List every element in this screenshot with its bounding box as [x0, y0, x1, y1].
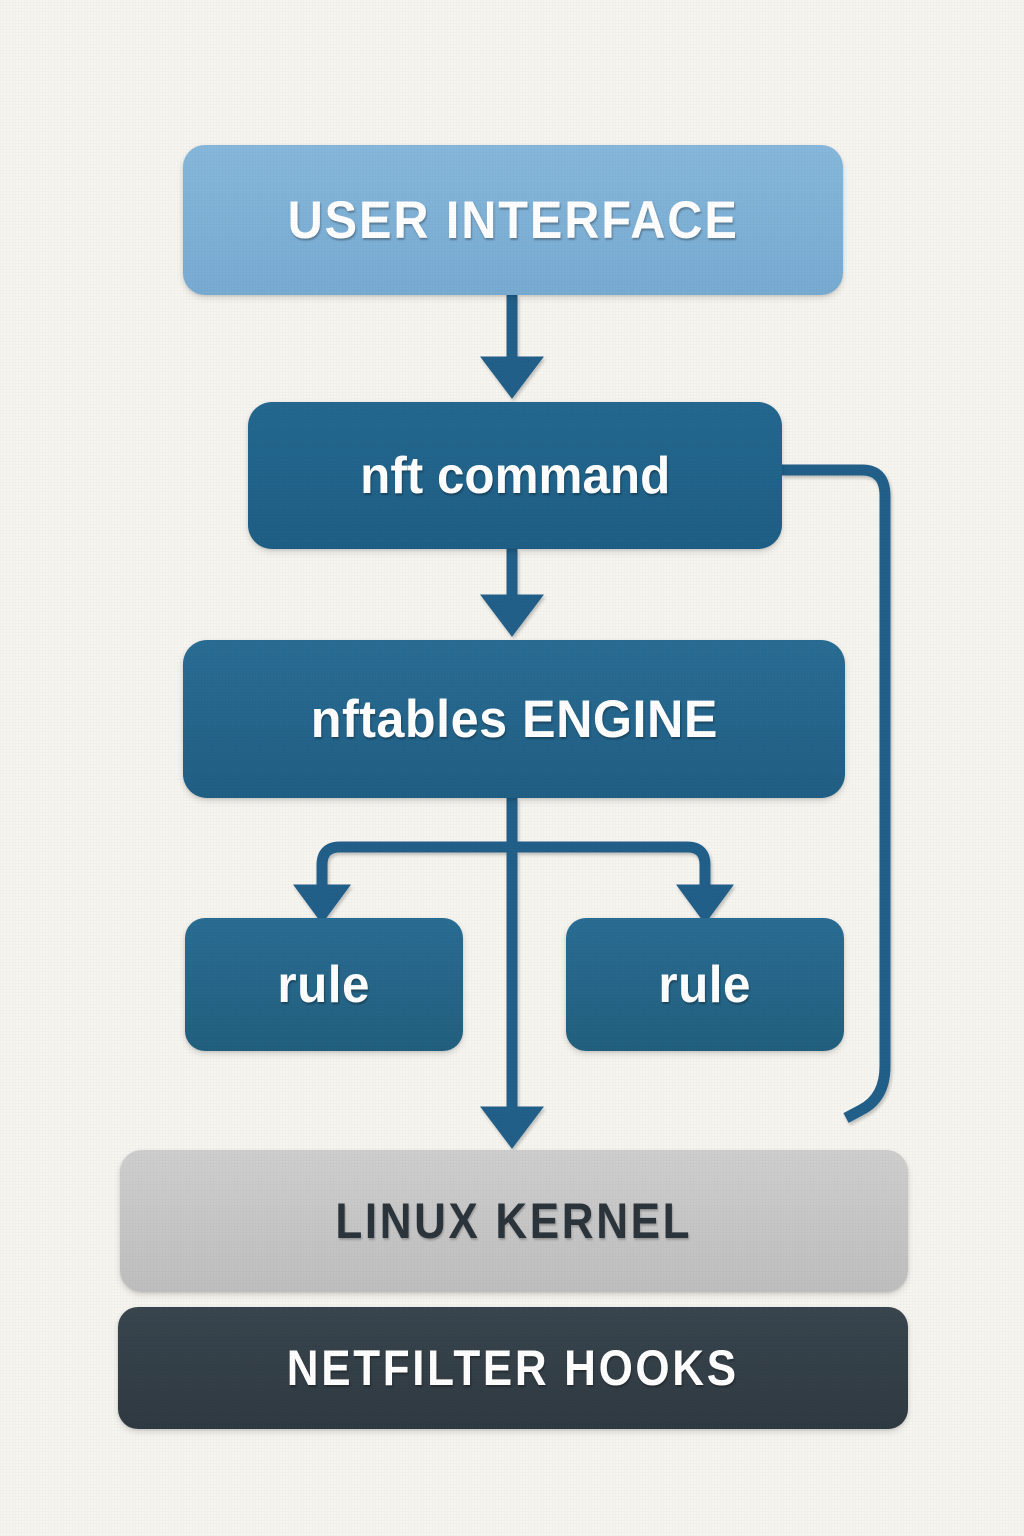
node-netfilter-hooks-label: NETFILTER HOOKS — [287, 1340, 739, 1396]
node-nftables-engine[interactable]: nftables ENGINE — [183, 640, 845, 798]
node-rule-right[interactable]: rule — [566, 918, 844, 1051]
node-nft-command-label: nft command — [359, 446, 671, 505]
node-user-interface-label: USER INTERFACE — [287, 190, 739, 250]
node-rule-left-label: rule — [277, 955, 371, 1014]
node-user-interface[interactable]: USER INTERFACE — [183, 145, 843, 295]
node-linux-kernel-label: LINUX KERNEL — [335, 1193, 693, 1249]
arrow-engine-to-rule-left — [293, 841, 512, 924]
node-nftables-engine-label: nftables ENGINE — [310, 689, 718, 749]
node-rule-right-label: rule — [658, 955, 752, 1014]
node-linux-kernel[interactable]: LINUX KERNEL — [120, 1150, 908, 1292]
arrow-ui-to-nft — [479, 295, 545, 399]
arrow-nft-to-engine — [479, 549, 545, 637]
node-rule-left[interactable]: rule — [185, 918, 463, 1051]
arrow-engine-to-kernel — [479, 798, 545, 1149]
node-netfilter-hooks[interactable]: NETFILTER HOOKS — [118, 1307, 908, 1429]
arrow-engine-to-rule-right — [512, 841, 734, 924]
node-nft-command[interactable]: nft command — [248, 402, 782, 549]
